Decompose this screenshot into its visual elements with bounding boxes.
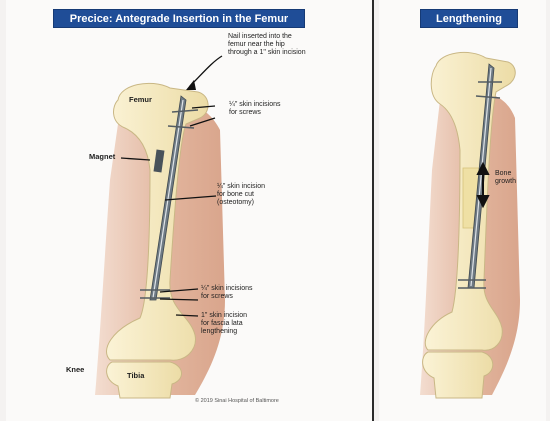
label-femur: Femur: [129, 96, 152, 104]
label-bone-cut: ¼" skin incision for bone cut (osteotomy…: [217, 183, 265, 207]
label-knee: Knee: [66, 366, 84, 374]
label-tibia: Tibia: [127, 372, 144, 380]
copyright-notice: © 2019 Sinai Hospital of Baltimore: [195, 398, 279, 404]
label-nail-inserted: Nail inserted into the femur near the hi…: [228, 33, 306, 57]
label-bone-growth: Bone growth: [495, 170, 516, 186]
label-fascia-lata-incision: 1" skin incision for fascia lata lengthe…: [201, 312, 247, 336]
title-antegrade-insertion: Precice: Antegrade Insertion in the Femu…: [53, 9, 305, 28]
label-screw-incisions-bottom: ¼" skin incisions for screws: [201, 285, 253, 301]
nail-insertion-arrow: [190, 56, 222, 86]
label-screw-incisions-top: ¼" skin incisions for screws: [229, 101, 281, 117]
label-magnet: Magnet: [89, 153, 115, 161]
title-lengthening: Lengthening: [420, 9, 518, 28]
